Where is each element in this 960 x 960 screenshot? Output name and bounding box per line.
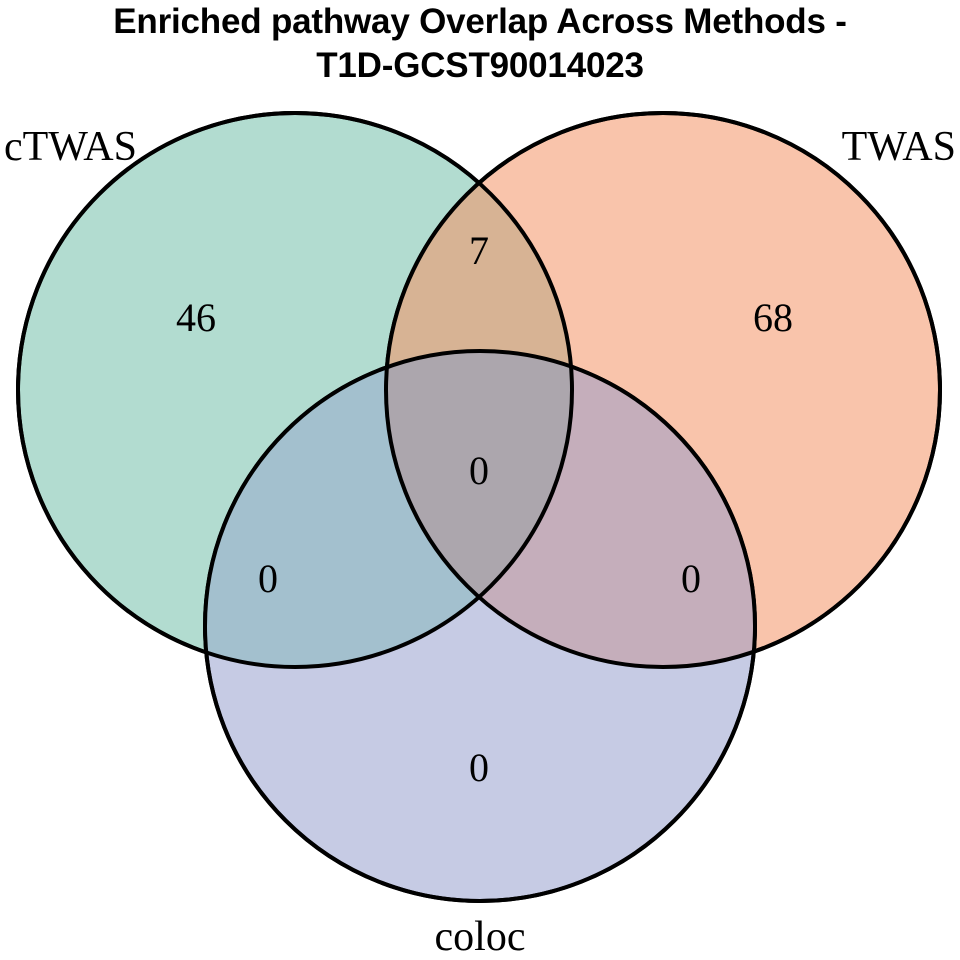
count-ctwas-only: 46 — [176, 295, 216, 340]
count-twas-only: 68 — [753, 295, 793, 340]
count-ctwas-coloc: 0 — [258, 556, 278, 601]
circle-outline-twas — [384, 111, 942, 669]
chart-title: Enriched pathway Overlap Across Methods … — [113, 2, 847, 85]
set-label-twas: TWAS — [842, 124, 956, 170]
count-coloc-only: 0 — [469, 745, 489, 790]
set-label-coloc: coloc — [435, 914, 526, 960]
circle-outline-coloc — [203, 349, 757, 903]
circle-outline-ctwas — [16, 111, 574, 669]
count-twas-coloc: 0 — [681, 556, 701, 601]
count-ctwas-twas: 7 — [469, 228, 489, 273]
count-all-three: 0 — [469, 448, 489, 493]
set-label-ctwas: cTWAS — [4, 124, 137, 170]
